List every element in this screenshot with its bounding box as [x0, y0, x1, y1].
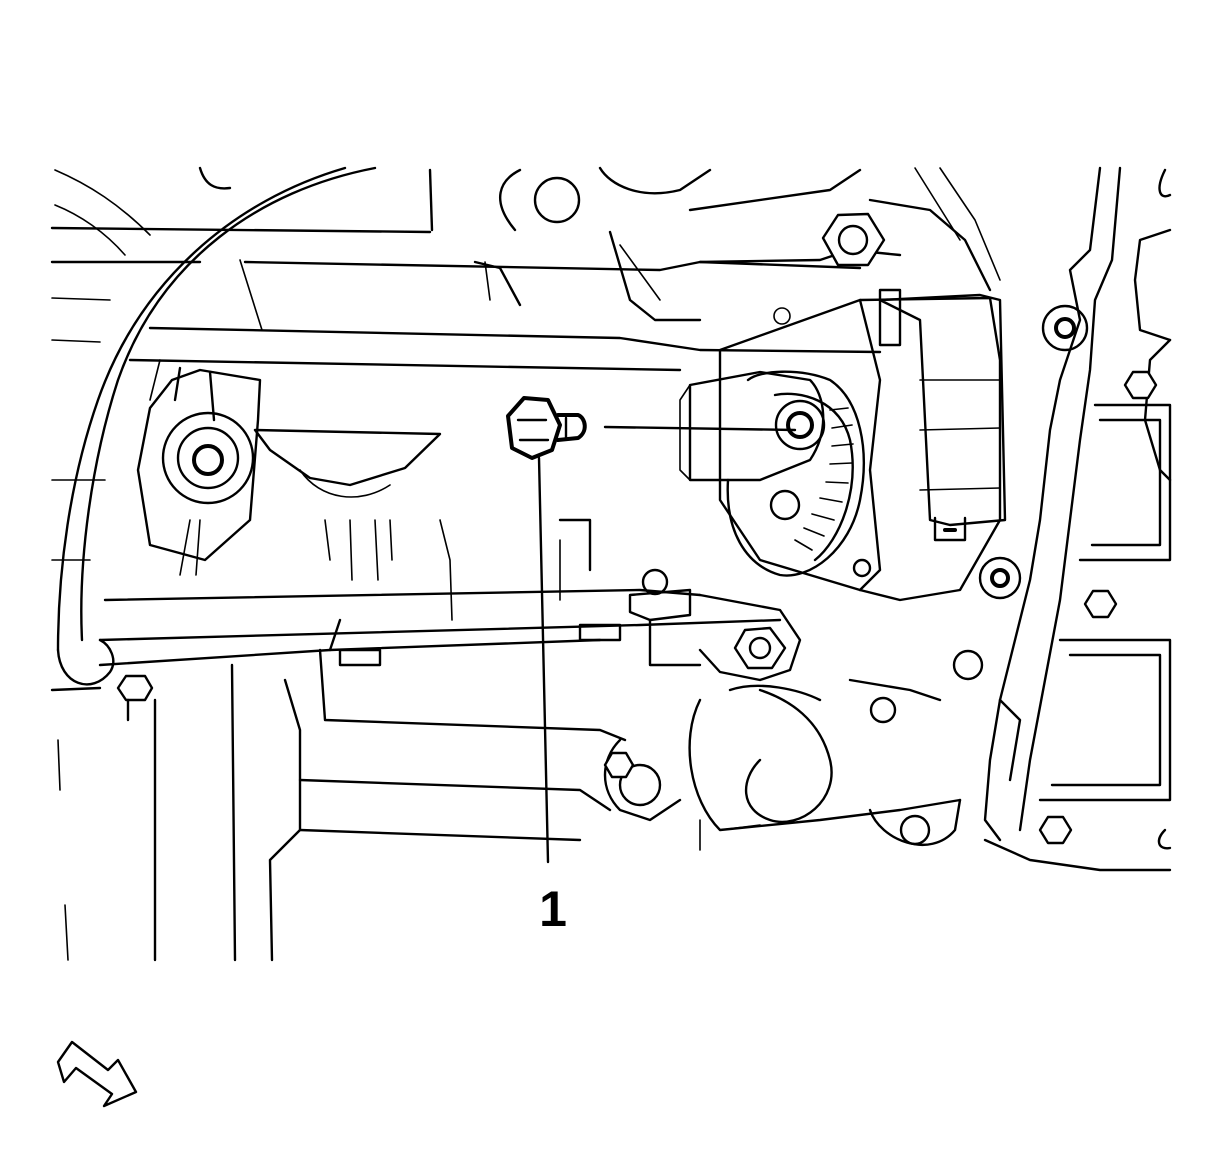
center-casting	[198, 166, 702, 621]
pump-side-bolt	[603, 751, 635, 779]
right-timing-cover	[952, 166, 1172, 872]
left-mount-boss	[136, 359, 262, 576]
gear-housing	[679, 288, 1007, 602]
curved-tube	[54, 166, 377, 686]
cover-bolt-upper	[1123, 370, 1158, 400]
cover-bolt-lower	[1038, 815, 1073, 845]
alignment-line	[603, 425, 797, 432]
cover-bolt-middle	[1083, 589, 1118, 619]
plug-part	[506, 396, 587, 460]
pan-bolt-left	[116, 674, 154, 702]
housing-bands	[50, 226, 882, 692]
lower-left-walls	[57, 648, 627, 962]
upper-bracket	[598, 166, 1001, 325]
view-direction-arrow-icon	[56, 1040, 138, 1108]
callout-leader-line	[537, 456, 550, 864]
lower-pump-area	[338, 568, 962, 851]
top-bolt-head	[821, 212, 886, 267]
pump-bolt	[733, 626, 787, 670]
gear-teeth	[794, 407, 854, 551]
callout-label-1: 1	[539, 881, 567, 937]
